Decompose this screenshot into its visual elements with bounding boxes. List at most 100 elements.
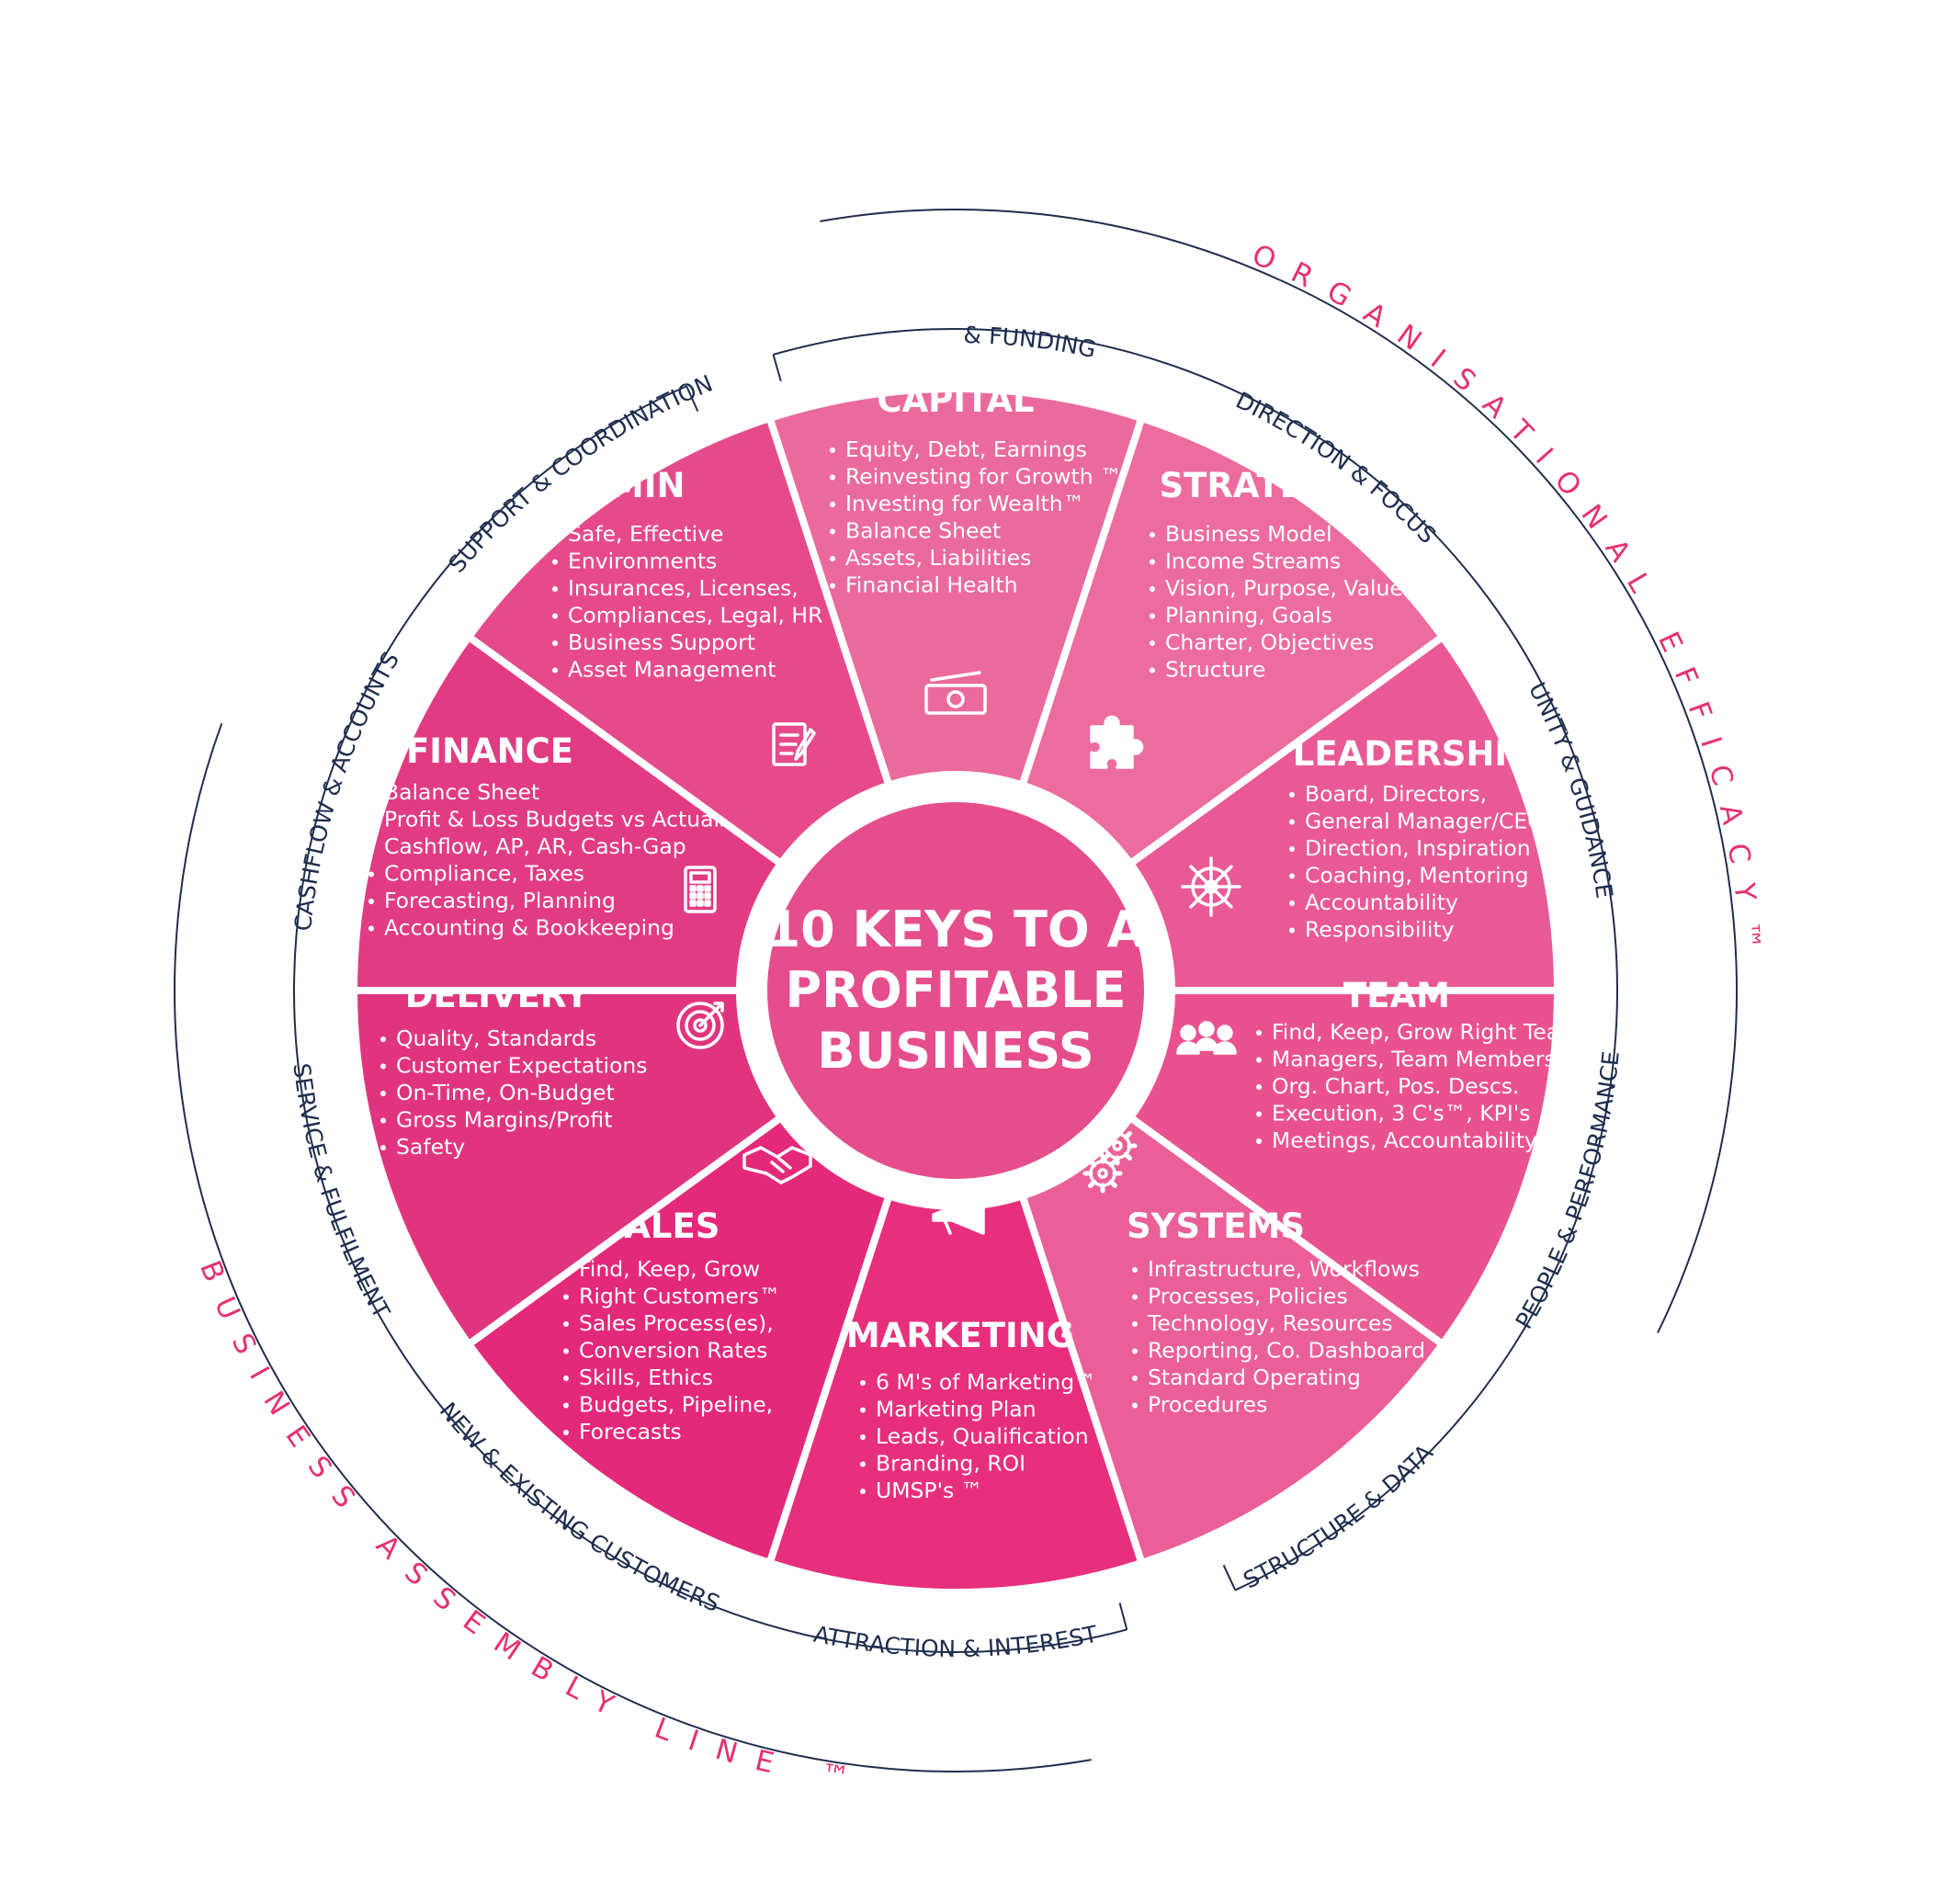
- segment-item: On-Time, On-Budget: [396, 1080, 615, 1105]
- bullet: [563, 1321, 569, 1327]
- bullet: [830, 528, 835, 535]
- segment-item: Quality, Standards: [396, 1025, 596, 1051]
- bullet: [380, 1091, 386, 1096]
- segment-title: FINANCE: [406, 731, 573, 771]
- segment-title: MARKETING: [846, 1316, 1074, 1355]
- segment-item: Accounting & Bookkeeping: [384, 915, 674, 941]
- bullet: [1150, 613, 1155, 619]
- segment-item: Find, Keep, Grow Right Team™: [1272, 1019, 1603, 1045]
- segment-wedge: [1125, 631, 1562, 994]
- money-icon: [924, 671, 987, 715]
- bullet: [1132, 1294, 1138, 1300]
- outer-arc-line-right: [820, 209, 1738, 1334]
- bullet: [1289, 873, 1295, 879]
- bullet: [552, 613, 558, 619]
- bullet: [380, 1036, 386, 1042]
- segment-item: Assets, Liabilities: [845, 545, 1031, 571]
- bullet: [1150, 532, 1155, 538]
- segment-title: STRATEGY: [1159, 466, 1355, 505]
- bullet: [552, 532, 558, 538]
- bullet: [552, 640, 558, 646]
- segment-item: Planning, Goals: [1165, 603, 1332, 629]
- gears-icon: [1082, 1126, 1138, 1194]
- calculator-icon: [684, 866, 717, 913]
- segment-item: Compliance, Taxes: [384, 861, 584, 887]
- bullet: [563, 1376, 569, 1381]
- segment-item: Responsibility: [1305, 917, 1455, 943]
- bullet: [368, 899, 374, 904]
- segment-item: Accountability: [1305, 889, 1458, 915]
- bullet: [563, 1430, 569, 1435]
- bullet: [1256, 1111, 1262, 1117]
- bullet: [1256, 1057, 1262, 1063]
- segment-item: Execution, 3 C's™, KPI's: [1272, 1101, 1530, 1127]
- segment-item: Direction, Inspiration: [1305, 835, 1531, 861]
- bullet: [1289, 846, 1295, 852]
- bullet: [552, 586, 558, 592]
- center-title-line: BUSINESS: [817, 1022, 1093, 1080]
- segment-wedge: [349, 631, 787, 994]
- bullet: [1132, 1348, 1138, 1354]
- segment-item: Find, Keep, Grow: [579, 1256, 760, 1282]
- segment-item: Environments: [568, 549, 717, 574]
- segment-item: Managers, Team Members: [1272, 1047, 1556, 1072]
- target-icon: [676, 1002, 724, 1049]
- bullet: [830, 447, 835, 453]
- segment-item: Forecasts: [579, 1419, 682, 1444]
- segment-title: ADMIN: [556, 466, 685, 505]
- segment-item: Compliances, Legal, HR: [568, 603, 822, 629]
- segment-item: Gross Margins/Profit: [396, 1107, 612, 1133]
- bullet: [830, 502, 835, 507]
- bullet: [368, 925, 374, 932]
- bracket-tick: [1118, 1603, 1128, 1630]
- bullet: [860, 1380, 866, 1386]
- segment-item: Cashflow, AP, AR, Cash-Gap: [384, 833, 686, 859]
- segment-item: Board, Directors,: [1305, 781, 1487, 807]
- bracket-tick: [685, 385, 699, 413]
- segment-item: Reinvesting for Growth ™: [845, 464, 1122, 490]
- puzzle-icon: [1090, 715, 1144, 769]
- segment-item-list: Board, Directors,General Manager/CEODire…: [1289, 781, 1545, 943]
- bullet: [563, 1294, 569, 1300]
- segment-item: UMSP's ™: [876, 1478, 982, 1503]
- segment-item: Profit & Loss Budgets vs Actuals: [384, 807, 731, 832]
- outer-ring-lines: [174, 209, 1738, 1772]
- bullet: [1132, 1402, 1138, 1409]
- bullet: [1289, 819, 1295, 825]
- segment-title: TEAM: [1343, 976, 1450, 1015]
- segment-item: Balance Sheet: [845, 518, 1001, 544]
- bullet: [830, 556, 835, 561]
- bullet: [1289, 900, 1295, 906]
- bullet: [1132, 1376, 1138, 1381]
- segment-item: Branding, ROI: [876, 1451, 1025, 1477]
- bullet: [1150, 640, 1155, 646]
- segment-item: Equity, Debt, Earnings: [845, 436, 1087, 462]
- segment-item: Sales Process(es),: [579, 1310, 774, 1336]
- handshake-icon: [742, 1146, 812, 1184]
- segment-wedge: [1017, 1112, 1448, 1568]
- hub-circle: [767, 802, 1144, 1179]
- segment-item: Investing for Wealth™: [845, 491, 1084, 516]
- bullet: [1256, 1030, 1262, 1036]
- bullet: [563, 1348, 569, 1354]
- segment-admin: ADMIN Safe, EffectiveEnvironmentsInsuranc…: [463, 413, 894, 869]
- segment-item: Customer Expectations: [396, 1053, 648, 1079]
- segment-item: Balance Sheet: [384, 779, 539, 805]
- bracket-tick: [772, 354, 782, 382]
- segment-wedge: [1125, 987, 1562, 1350]
- center-title-line: PROFITABLE: [786, 961, 1127, 1019]
- segment-item: Skills, Ethics: [579, 1365, 713, 1390]
